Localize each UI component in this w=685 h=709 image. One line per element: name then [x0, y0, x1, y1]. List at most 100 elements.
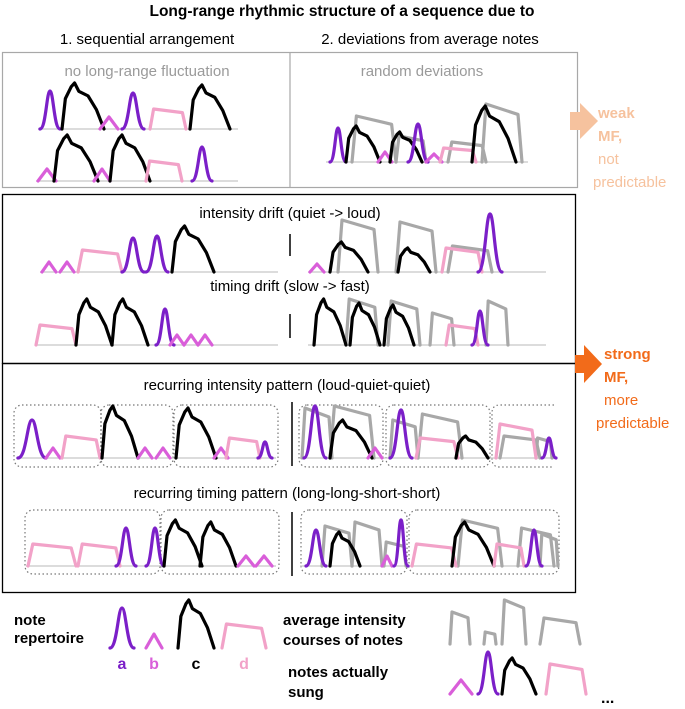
note-b [254, 554, 274, 568]
label-random-deviations: random deviations [361, 63, 484, 80]
average-note [538, 532, 560, 568]
average-note [446, 244, 494, 274]
outcome-strong: strong MF, more predictable [596, 346, 669, 432]
note-a [304, 528, 328, 568]
note-c [328, 530, 362, 568]
average-note [482, 630, 498, 646]
note-c [388, 130, 424, 164]
note-b [308, 262, 326, 274]
figure-title: Long-range rhythmic structure of a seque… [150, 3, 535, 20]
note-c [348, 301, 382, 347]
weak-arrow-icon [570, 103, 598, 139]
note-c [188, 83, 232, 131]
note-b [58, 260, 76, 274]
note-b [366, 446, 384, 460]
note-b [40, 260, 58, 274]
column-label-left: 1. sequential arrangement [60, 31, 235, 48]
average-note [336, 218, 380, 274]
group-box [100, 404, 174, 468]
note-b [196, 333, 214, 347]
note-a [524, 528, 544, 568]
note-a [190, 145, 214, 183]
legend-letter-a: a [118, 656, 127, 673]
legend-average-line1: average intensity [283, 612, 406, 629]
note-a [144, 234, 170, 274]
average-note [448, 610, 472, 646]
note-c [60, 81, 106, 131]
note-a [144, 526, 166, 568]
outcome-strong-line1: strong [604, 346, 651, 363]
average-note [386, 299, 422, 347]
note-b [236, 554, 256, 568]
average-note [394, 220, 438, 274]
note-a [120, 236, 146, 274]
label-intensity-drift: intensity drift (quiet -> loud) [199, 205, 380, 222]
panel-pattern-frame [1, 362, 577, 594]
note-d [494, 422, 538, 460]
average-note [456, 518, 504, 568]
strong-arrow-icon [575, 345, 602, 383]
outcome-weak-line2: MF, [598, 128, 622, 145]
note-d [34, 323, 78, 347]
group-box [24, 509, 161, 575]
note-a [38, 89, 62, 131]
note-a [302, 404, 328, 460]
note-a [476, 212, 504, 274]
average-note [484, 299, 510, 347]
group-box [408, 509, 560, 575]
grouping-boxes [13, 404, 560, 575]
outcome-weak-line4: predictable [593, 174, 666, 191]
note-b [44, 446, 62, 460]
group-box [173, 404, 279, 468]
note-b [168, 333, 186, 347]
note-c [162, 518, 204, 568]
note-d [26, 542, 78, 568]
note-c [500, 656, 538, 696]
note-a [154, 307, 176, 347]
note-a [120, 91, 146, 131]
note-c [174, 406, 218, 460]
note-c [382, 303, 416, 347]
note-a [328, 126, 348, 164]
group-box [13, 404, 102, 468]
outcome-weak-line1: weak [597, 105, 635, 122]
note-a [256, 440, 274, 460]
label-recurring-intensity-pattern: recurring intensity pattern (loud-quiet-… [144, 377, 431, 394]
note-a [114, 526, 138, 568]
column-label-right: 2. deviations from average notes [321, 31, 539, 48]
notes [16, 81, 588, 696]
note-d [544, 662, 588, 696]
note-c [328, 240, 370, 274]
note-d [76, 542, 122, 568]
average-note [350, 520, 384, 568]
note-c [396, 246, 432, 274]
note-d [60, 434, 102, 460]
note-c [74, 297, 114, 347]
note-c [328, 418, 374, 460]
note-d [76, 248, 124, 274]
note-c [170, 224, 216, 274]
legend-average-line2: courses of notes [283, 632, 403, 649]
average-note [428, 311, 456, 347]
outcome-weak-line3: not [598, 151, 620, 168]
note-a [470, 309, 490, 347]
average-note [538, 616, 582, 646]
legend-sung-line2: sung [288, 684, 324, 701]
outcome-strong-line2: MF, [604, 369, 628, 386]
legend-repertoire-line2: repertoire [14, 630, 84, 647]
note-a [406, 122, 430, 164]
note-c [110, 297, 150, 347]
note-b [98, 115, 120, 131]
legend-letter-b: b [149, 656, 159, 673]
average-note [500, 598, 528, 646]
note-b [154, 446, 172, 460]
note-a [392, 518, 410, 568]
note-b [144, 632, 164, 650]
note-a [16, 418, 48, 460]
note-b [136, 446, 154, 460]
label-timing-drift: timing drift (slow -> fast) [210, 278, 370, 295]
group-box [385, 404, 491, 468]
group-box [160, 509, 280, 575]
note-d [144, 159, 184, 183]
